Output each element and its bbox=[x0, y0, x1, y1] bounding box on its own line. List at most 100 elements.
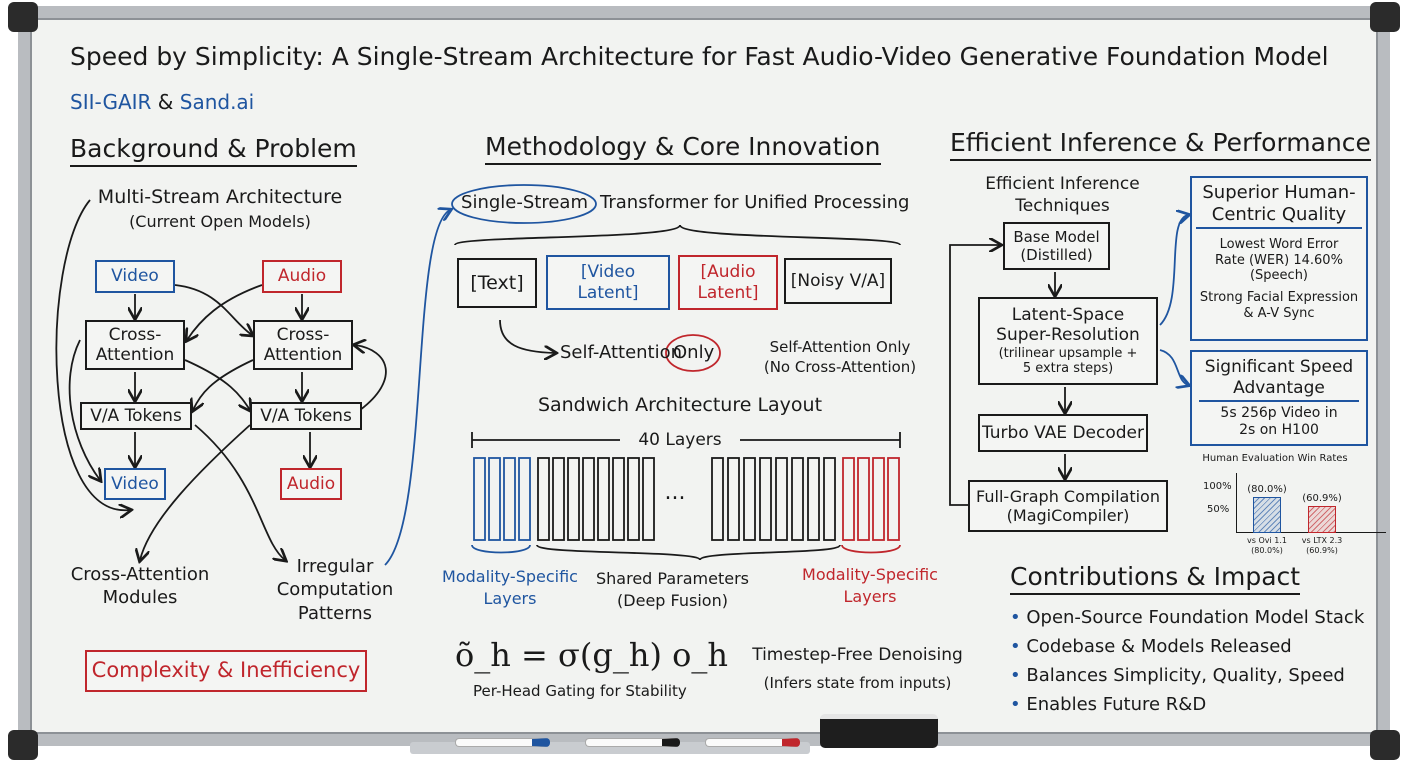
black-marker[interactable] bbox=[585, 738, 680, 747]
heading-methodology: Methodology & Core Innovation bbox=[485, 132, 881, 165]
audio-box: Audio bbox=[280, 468, 342, 500]
quality-title: Superior Human- Centric Quality bbox=[1196, 182, 1362, 230]
timestep-free-label: Timestep-Free Denoising bbox=[752, 645, 963, 665]
transformer-layer bbox=[872, 457, 885, 541]
input-video-latent: [Video Latent] bbox=[546, 255, 670, 310]
input-text: [Text] bbox=[457, 258, 537, 308]
transformer-layer bbox=[627, 457, 640, 541]
video-box: Video bbox=[95, 260, 175, 293]
heading-inference: Efficient Inference & Performance bbox=[950, 128, 1371, 161]
sandwich-title: Sandwich Architecture Layout bbox=[537, 394, 823, 416]
gating-formula: õ_h = σ(g_h) o_h bbox=[455, 636, 728, 674]
super-resolution-label: Latent-Space Super-Resolution bbox=[996, 305, 1140, 346]
speed-text: 5s 256p Video in 2s on H100 bbox=[1220, 405, 1338, 438]
heading-background: Background & Problem bbox=[70, 134, 357, 167]
category-name: vs Ovi 1.1 bbox=[1247, 536, 1287, 545]
speed-title: Significant Speed Advantage bbox=[1198, 357, 1360, 403]
transformer-layer bbox=[857, 457, 870, 541]
audio-box: Audio bbox=[262, 260, 342, 293]
cross-attention-box: Cross- Attention bbox=[85, 320, 185, 370]
transformer-layer bbox=[711, 457, 724, 541]
transformer-layer bbox=[582, 457, 595, 541]
category-label: vs Ovi 1.1(80.0%) bbox=[1235, 536, 1299, 555]
bullet-icon: • bbox=[1010, 607, 1027, 628]
transformer-layer bbox=[597, 457, 610, 541]
only-label: Only bbox=[673, 342, 715, 363]
transformer-layer bbox=[518, 457, 531, 541]
quality-box: Superior Human- Centric Quality Lowest W… bbox=[1190, 176, 1368, 341]
transformer-layer bbox=[612, 457, 625, 541]
board-corner bbox=[1370, 2, 1400, 32]
video-box: Video bbox=[104, 468, 166, 500]
cross-attention-box: Cross- Attention bbox=[253, 320, 353, 370]
bar-0 bbox=[1253, 497, 1281, 533]
ampersand: & bbox=[157, 90, 174, 114]
transformer-layer bbox=[503, 457, 516, 541]
author-sand-ai: Sand.ai bbox=[179, 90, 255, 114]
red-marker[interactable] bbox=[705, 738, 800, 747]
contribution-item: • Open-Source Foundation Model Stack bbox=[1010, 603, 1364, 632]
board-corner bbox=[1370, 730, 1400, 760]
techniques-title: Efficient Inference Techniques bbox=[985, 174, 1140, 217]
transformer-layer bbox=[642, 457, 655, 541]
modality-specific-left-label: Modality-Specific Layers bbox=[442, 567, 578, 608]
super-resolution-box: Latent-Space Super-Resolution(trilinear … bbox=[978, 297, 1158, 385]
board-corner bbox=[8, 730, 38, 760]
gating-caption: Per-Head Gating for Stability bbox=[473, 682, 687, 700]
transformer-layer bbox=[488, 457, 501, 541]
contribution-item: • Balances Simplicity, Quality, Speed bbox=[1010, 661, 1364, 690]
contribution-text: Balances Simplicity, Quality, Speed bbox=[1026, 665, 1345, 686]
transformer-layer bbox=[552, 457, 565, 541]
category-sub: (80.0%) bbox=[1251, 545, 1283, 555]
bullet-icon: • bbox=[1010, 694, 1027, 715]
multi-stream-subtitle: (Current Open Models) bbox=[129, 212, 311, 231]
blue-marker[interactable] bbox=[455, 738, 550, 747]
transformer-label: Transformer for Unified Processing bbox=[600, 192, 910, 213]
authors: SII-GAIR & Sand.ai bbox=[70, 90, 254, 114]
speed-box: Significant Speed Advantage 5s 256p Vide… bbox=[1190, 350, 1368, 446]
transformer-layer bbox=[887, 457, 900, 541]
bullet-icon: • bbox=[1010, 636, 1027, 657]
timestep-free-sub: (Infers state from inputs) bbox=[763, 674, 952, 692]
transformer-layer bbox=[823, 457, 836, 541]
input-audio-latent: [Audio Latent] bbox=[678, 255, 778, 310]
layers-count: 40 Layers bbox=[638, 430, 722, 450]
category-sub: (60.9%) bbox=[1306, 545, 1338, 555]
contribution-text: Enables Future R&D bbox=[1026, 694, 1207, 715]
multi-stream-title: Multi-Stream Architecture bbox=[97, 186, 343, 208]
irregular-computation-label: Irregular Computation Patterns bbox=[276, 556, 394, 624]
transformer-layer bbox=[727, 457, 740, 541]
bar-value-label: (60.9%) bbox=[1302, 492, 1342, 504]
quality-wer: Lowest Word Error Rate (WER) 14.60% (Spe… bbox=[1215, 237, 1343, 284]
bar-value-label: (80.0%) bbox=[1247, 484, 1287, 495]
va-tokens-box: V/A Tokens bbox=[80, 402, 192, 430]
whiteboard bbox=[18, 6, 1390, 746]
eraser[interactable] bbox=[820, 714, 938, 748]
chart-title: Human Evaluation Win Rates bbox=[1202, 453, 1348, 464]
y-tick-100: 100% bbox=[1203, 481, 1232, 492]
transformer-layer bbox=[842, 457, 855, 541]
transformer-layer bbox=[807, 457, 820, 541]
contribution-text: Codebase & Models Released bbox=[1026, 636, 1292, 657]
input-noisy-va: [Noisy V/A] bbox=[784, 258, 892, 304]
bar-1 bbox=[1308, 505, 1336, 533]
contribution-text: Open-Source Foundation Model Stack bbox=[1026, 607, 1365, 628]
transformer-layer bbox=[567, 457, 580, 541]
quality-sync: Strong Facial Expression & A-V Sync bbox=[1199, 289, 1359, 321]
transformer-layer bbox=[791, 457, 804, 541]
modality-specific-right-label: Modality-Specific Layers bbox=[802, 565, 938, 606]
turbo-vae-box: Turbo VAE Decoder bbox=[978, 414, 1148, 452]
layers-ellipsis: ... bbox=[664, 480, 686, 505]
category-label: vs LTX 2.3(60.9%) bbox=[1290, 536, 1354, 555]
self-attention-note: Self-Attention Only (No Cross-Attention) bbox=[763, 338, 917, 377]
shared-parameters-label: Shared Parameters (Deep Fusion) bbox=[596, 569, 749, 610]
full-graph-box: Full-Graph Compilation (MagiCompiler) bbox=[968, 480, 1168, 532]
transformer-layer bbox=[743, 457, 756, 541]
transformer-layer bbox=[473, 457, 486, 541]
board-corner bbox=[8, 2, 38, 32]
transformer-layer bbox=[759, 457, 772, 541]
y-tick-50: 50% bbox=[1207, 504, 1230, 515]
bullet-icon: • bbox=[1010, 665, 1027, 686]
transformer-layer bbox=[537, 457, 550, 541]
